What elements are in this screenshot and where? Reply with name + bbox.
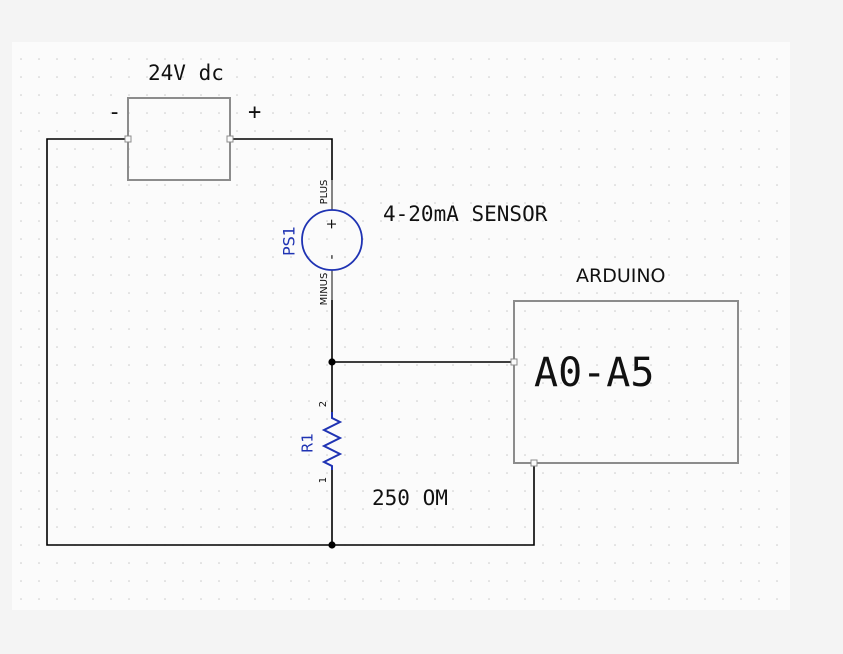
arduino-title: ARDUINO [576,265,666,287]
sensor-pin-plus-label: PLUS [319,180,330,205]
wires [46,138,535,546]
sensor-refdes: PS1 [280,226,299,256]
arduino-body [513,300,739,464]
sensor-minus-sign: - [324,254,340,259]
supply-minus-label: - [108,100,121,125]
resistor-r1[interactable]: R1 2 1 250 OM [299,401,448,510]
arduino-pin-ground[interactable] [530,459,538,467]
resistor-refdes: R1 [299,433,317,453]
dot-grid [12,42,790,610]
sensor-symbol [301,209,363,271]
junction-node-lower [328,541,336,549]
resistor-zigzag [321,412,343,470]
arduino-pin-analog[interactable] [510,358,518,366]
supply-pin-minus[interactable] [124,135,132,143]
supply-plus-label: + [248,100,261,125]
resistor-value: 250 OM [372,486,448,510]
resistor-pin1-label: 1 [318,477,329,483]
resistor-pin2-label: 2 [318,401,329,407]
power-supply-24v[interactable]: 24V dc - + [108,61,261,181]
wire-supply-minus-loop[interactable] [46,138,535,546]
arduino-block[interactable]: ARDUINO A0-A5 [510,265,739,467]
supply-pin-plus[interactable] [226,135,234,143]
sensor-ps1[interactable]: + - PLUS MINUS PS1 4-20mA SENSOR [280,180,548,306]
sensor-plus-sign: + [324,218,340,230]
arduino-pin-label: A0-A5 [534,350,654,396]
junction-node-upper [328,358,336,366]
supply-voltage-label: 24V dc [148,61,224,85]
sensor-pin-minus-label: MINUS [319,273,330,306]
sensor-title: 4-20mA SENSOR [383,202,548,226]
